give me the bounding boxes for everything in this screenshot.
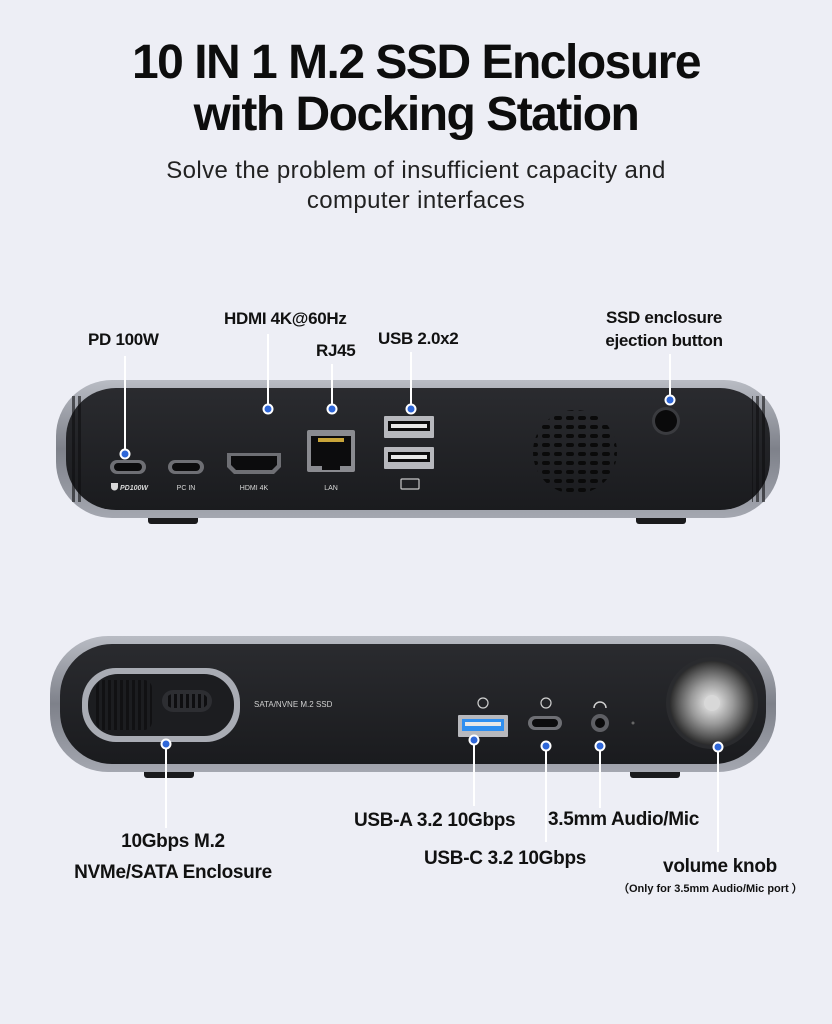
page-title-line-2: with Docking Station (193, 88, 640, 141)
lan-port-label: LAN (324, 485, 338, 492)
pcin-port-label: PC IN (177, 485, 196, 492)
callout-eject-line-1: SSD enclosure (605, 308, 723, 327)
callout-usb-c: USB-C 3.2 10Gbps (424, 848, 587, 869)
callout-enclosure-line-2: NVMe/SATA Enclosure (74, 862, 272, 883)
pc-in-usb-c-port (168, 460, 204, 474)
bottom-device: SATA/NVNE M.2 SSD (50, 636, 776, 778)
bottom-callout-lines (165, 740, 719, 852)
callout-usb-a: USB-A 3.2 10Gbps (354, 810, 516, 831)
pd-port-label: PD100W (120, 485, 149, 492)
ssd-label: SATA/NVNE M.2 SSD (254, 700, 333, 709)
callout-enclosure-line-1: 10Gbps M.2 (121, 831, 225, 852)
speaker-grille (533, 410, 617, 494)
subtitle-line-2: computer interfaces (306, 187, 526, 214)
bottom-markers (160, 734, 724, 753)
ssd-enclosure-slot (82, 668, 240, 742)
hdmi-port (227, 453, 281, 474)
callout-knob-note: （Only for 3.5mm Audio/Mic port ） (618, 883, 803, 895)
pd-usb-c-port (110, 460, 146, 474)
audio-jack (591, 701, 635, 732)
callout-audio: 3.5mm Audio/Mic (548, 809, 700, 830)
usb-a-3-2-port (458, 697, 508, 737)
usb-c-3-2-port (528, 697, 562, 730)
keyboard-icon (400, 478, 420, 490)
eject-button (652, 407, 680, 435)
pd-shield-icon (111, 483, 118, 491)
lan-port (307, 430, 355, 472)
volume-knob (666, 657, 758, 749)
callout-rj45: RJ45 (316, 341, 356, 360)
callout-pd-100w: PD 100W (88, 330, 159, 349)
page-title-line-1: 10 IN 1 M.2 SSD Enclosure (131, 36, 702, 89)
callout-volume-knob: volume knob (663, 856, 777, 877)
usb-c-speed-icon (540, 697, 552, 709)
subtitle-line-1: Solve the problem of insufficient capaci… (166, 157, 666, 184)
top-device (56, 380, 780, 524)
usb-2-ports (384, 416, 434, 490)
callout-usb-2: USB 2.0x2 (378, 329, 459, 348)
usb-speed-icon (477, 697, 489, 709)
headphone-icon (593, 701, 607, 709)
hdmi-port-label: HDMI 4K (240, 485, 269, 492)
callout-eject-line-2: ejection button (605, 331, 723, 350)
top-markers (119, 394, 676, 460)
callout-hdmi: HDMI 4K@60Hz (224, 309, 347, 328)
top-callout-lines (124, 334, 671, 452)
